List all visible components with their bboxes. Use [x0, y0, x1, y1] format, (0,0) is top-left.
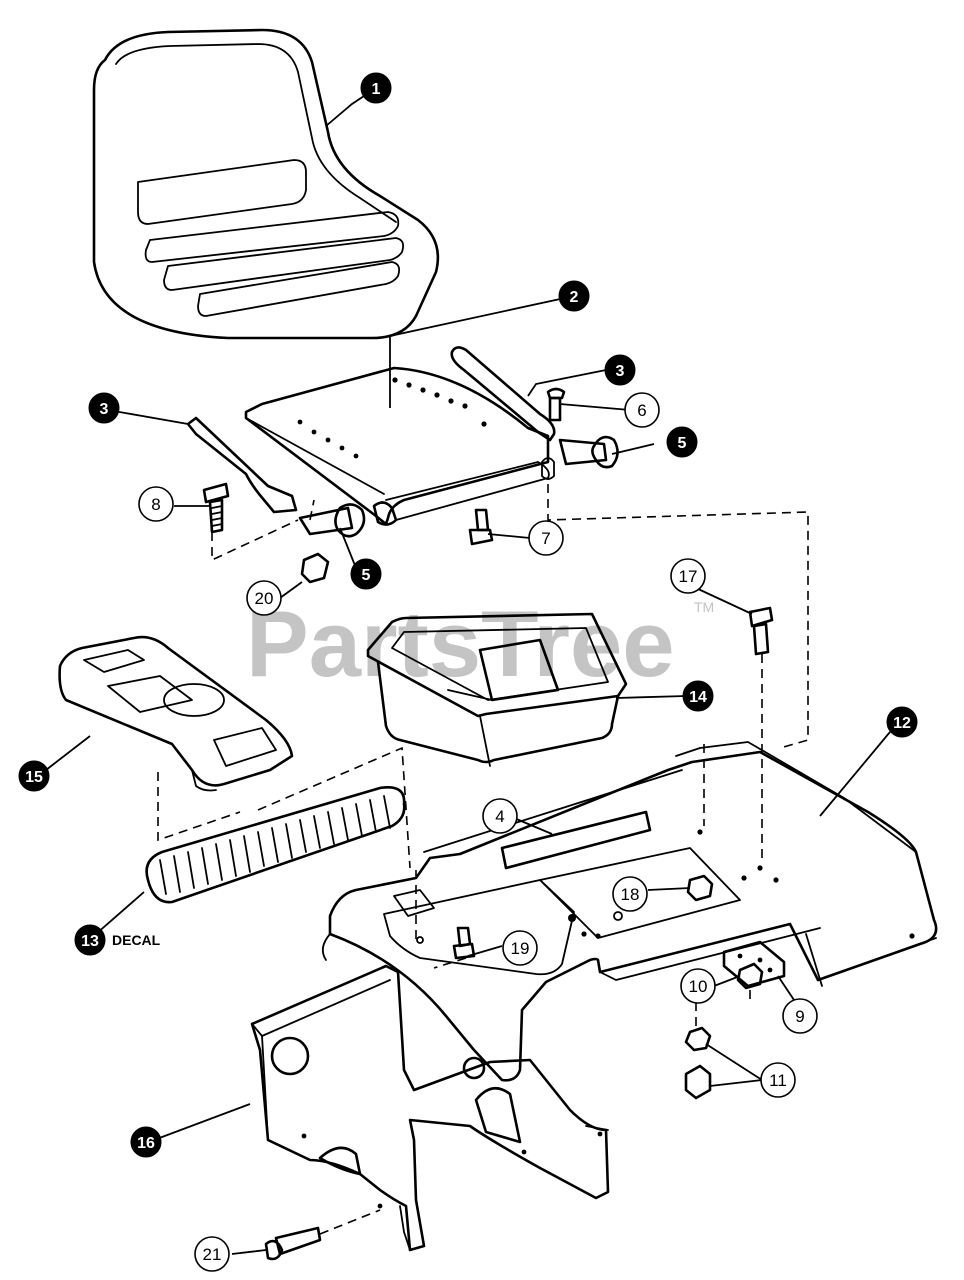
- svg-text:12: 12: [893, 715, 911, 732]
- part-bushing-left: [298, 503, 366, 538]
- callout-4[interactable]: 4: [482, 798, 518, 834]
- callout-9[interactable]: 9: [782, 998, 818, 1034]
- svg-text:4: 4: [495, 807, 504, 826]
- part-seat-pan: [244, 366, 555, 526]
- svg-text:1: 1: [372, 81, 381, 98]
- part-bolt-8: [202, 482, 230, 534]
- part-bolt-7: [468, 508, 494, 546]
- svg-text:6: 6: [637, 401, 646, 420]
- svg-text:5: 5: [678, 435, 687, 452]
- svg-text:5: 5: [362, 567, 371, 584]
- callout-3-right[interactable]: 3: [604, 354, 636, 386]
- svg-text:13: 13: [81, 933, 99, 950]
- svg-text:16: 16: [137, 1135, 155, 1152]
- part-nut-18: [686, 874, 714, 902]
- svg-text:7: 7: [541, 529, 550, 548]
- part-nut-20: [300, 552, 330, 584]
- svg-text:20: 20: [255, 589, 274, 608]
- svg-text:17: 17: [679, 567, 698, 586]
- callouts: 1 2 3 3 4 5 5 6: [18, 72, 918, 1272]
- part-bushing-right: [558, 435, 619, 469]
- decal-label: DECAL: [112, 932, 161, 948]
- part-decal: [145, 786, 406, 904]
- svg-text:9: 9: [795, 1007, 804, 1026]
- part-seat-slide-right: [450, 346, 556, 442]
- part-bolt-21: [264, 1226, 322, 1261]
- callout-21[interactable]: 21: [194, 1236, 230, 1272]
- svg-text:15: 15: [25, 769, 43, 786]
- watermark-text: PartsTree: [246, 591, 675, 696]
- callout-11[interactable]: 11: [760, 1062, 796, 1098]
- callout-13[interactable]: 13: [74, 924, 106, 956]
- callout-14[interactable]: 14: [682, 680, 714, 712]
- callout-7[interactable]: 7: [528, 520, 564, 556]
- svg-text:8: 8: [151, 495, 160, 514]
- part-mount-plate: [250, 964, 610, 1252]
- callout-10[interactable]: 10: [680, 968, 716, 1004]
- svg-text:21: 21: [203, 1245, 222, 1264]
- part-bolt-17: [748, 606, 774, 656]
- svg-text:10: 10: [689, 977, 708, 996]
- callout-17[interactable]: 17: [670, 558, 706, 594]
- callout-6[interactable]: 6: [624, 392, 660, 428]
- watermark: PartsTree TM: [246, 591, 714, 696]
- watermark-trademark: TM: [694, 599, 714, 615]
- svg-text:3: 3: [616, 363, 625, 380]
- svg-text:19: 19: [511, 939, 530, 958]
- svg-text:18: 18: [621, 885, 640, 904]
- callout-2[interactable]: 2: [558, 280, 590, 312]
- part-nut-11: [684, 1026, 712, 1100]
- svg-text:2: 2: [570, 289, 579, 306]
- callout-5-right[interactable]: 5: [666, 426, 698, 458]
- callout-16[interactable]: 16: [130, 1126, 162, 1158]
- part-bolt-19: [452, 926, 476, 960]
- part-tray: [366, 612, 628, 767]
- callout-1[interactable]: 1: [360, 72, 392, 104]
- callout-15[interactable]: 15: [18, 760, 50, 792]
- part-bracket: [722, 940, 786, 988]
- svg-text:3: 3: [100, 401, 109, 418]
- callout-3-left[interactable]: 3: [88, 392, 120, 424]
- part-bolt-6: [546, 387, 566, 422]
- callout-8[interactable]: 8: [138, 486, 174, 522]
- assembly-lines: [157, 484, 809, 1235]
- svg-text:14: 14: [689, 689, 707, 706]
- callout-19[interactable]: 19: [502, 930, 538, 966]
- callout-18[interactable]: 18: [612, 876, 648, 912]
- part-seat-slide-left: [186, 416, 298, 514]
- part-cover: [58, 635, 294, 792]
- callout-12[interactable]: 12: [886, 706, 918, 738]
- callout-5-left[interactable]: 5: [350, 558, 382, 590]
- part-seat: [92, 28, 440, 340]
- callout-20[interactable]: 20: [246, 580, 282, 616]
- svg-text:11: 11: [769, 1071, 787, 1090]
